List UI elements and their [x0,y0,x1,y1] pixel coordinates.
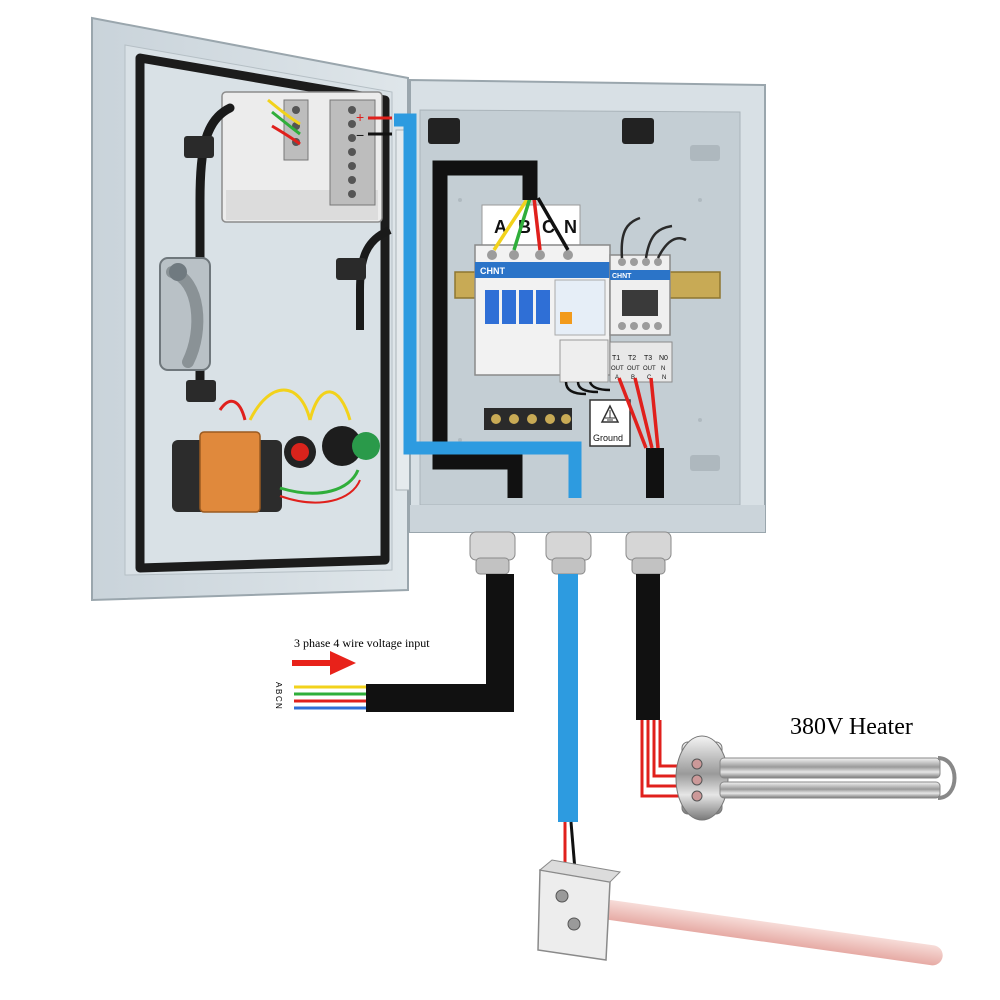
plus-sign: + [356,109,364,125]
output-terminal-block: T1 T2 T3 N0 OUT OUT OUT N A B C N [609,341,673,383]
out-phase-a: A [615,375,619,381]
terminal-t1: T1 [612,355,620,362]
ground-sign: Ground [589,399,631,447]
heater-output-wires [617,377,660,449]
heater-label: 380V Heater [790,714,913,740]
out-label-1: OUT [611,366,624,372]
immersion-heater [675,735,957,821]
out-label-2: OUT [627,366,640,372]
card-letter-n: N [564,217,577,237]
out-phase-n: N [662,375,666,381]
terminal-t2: T2 [628,355,636,362]
ground-busbar [484,408,572,430]
door-latch [159,257,211,371]
lower-terminal-strip [559,339,611,396]
phase-letter-n: N [274,703,283,709]
input-cable-internal [432,160,538,498]
out-phase-c: C [647,375,652,381]
ceramic-probe [537,859,943,966]
breaker-brand: CHNT [480,266,505,276]
out-phase-b: B [631,375,635,381]
phase-letter-card: A B C N [481,204,581,246]
cable-glands [469,531,672,575]
phase-letter-b: B [274,689,283,695]
circuit-breaker: CHNT [474,244,611,376]
phase-letter-c: C [274,696,283,702]
door-harness [184,103,392,402]
input-arrow [292,651,356,675]
probe-cable-internal [394,113,582,498]
minus-sign: − [356,127,364,143]
input-phase-wires [294,685,366,710]
input-cable [366,574,514,712]
breaker-input-wires [492,197,570,251]
cable-clip [622,118,654,144]
contactor-brand: CHNT [612,273,632,280]
cable-clip [428,118,460,144]
terminal-n0: N0 [659,355,668,362]
door-switches [172,388,380,513]
voltage-input-label: 3 phase 4 wire voltage input [294,636,430,650]
contactor: CHNT [609,216,687,336]
phase-letter-a: A [274,682,283,688]
ground-label: Ground [593,433,623,443]
out-label-3: OUT [643,366,656,372]
out-label-n: N [661,366,665,372]
terminal-t3: T3 [644,355,652,362]
temperature-controller: + − [221,91,392,223]
controller-terminals [283,99,376,206]
